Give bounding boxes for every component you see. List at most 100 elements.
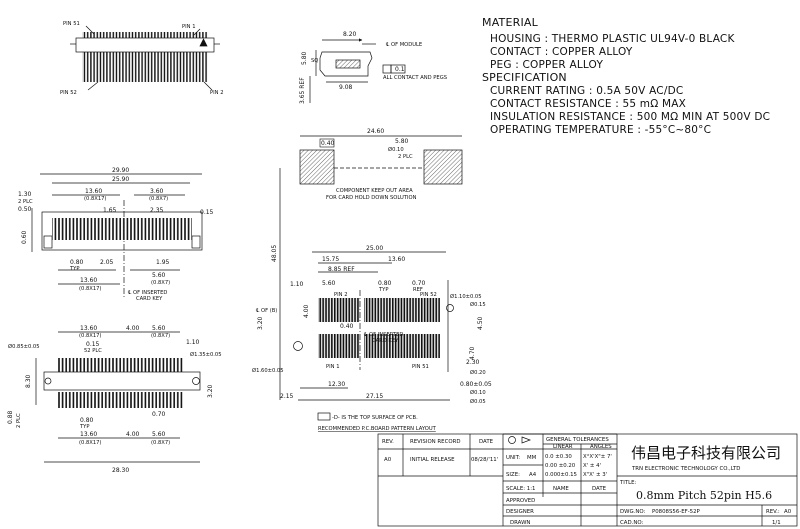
pcb-dim-4-70: 4.70 xyxy=(469,346,476,360)
pcb-dim-12-30: 12.30 xyxy=(328,381,345,388)
peg-spec: PEG : COPPER ALLOY xyxy=(490,59,604,71)
tb-sheet-number: 1/1 xyxy=(772,520,781,526)
pcb-dim-8-85: 8.85 REF xyxy=(328,266,355,273)
tb-drawing-title: 0.8mm Pitch 52pin H5.6 xyxy=(636,489,772,502)
tb-scale: SCALE: 1:1 xyxy=(506,486,536,492)
front-dim-08x17-b: (0.8X17) xyxy=(79,286,101,292)
tb-angles-header: ANGLES xyxy=(590,444,612,450)
side-view xyxy=(309,38,406,103)
tb-tol-3: 0.000±0.15 xyxy=(545,472,577,478)
tb-record-value: INITIAL RELEASE xyxy=(410,457,455,463)
front-dim-13-60-b: 13.60 xyxy=(80,277,97,284)
insulation-resistance-spec: INSULATION RESISTANCE : 500 MΩ MIN AT 50… xyxy=(490,111,771,123)
top-pin51-label: PIN 51 xyxy=(63,21,80,27)
pcb-pin1-label: PIN 1 xyxy=(326,364,340,370)
tb-rev-code: A0 xyxy=(784,509,792,515)
side-dim-3-65: 3.65 REF xyxy=(299,77,306,104)
tb-company-chinese: 伟昌电子科技有限公司 xyxy=(631,444,781,462)
bottom-dim-0-88: 0.88 xyxy=(7,410,14,424)
contact-spec: CONTACT : COPPER ALLOY xyxy=(490,46,633,58)
bottom-dim-13-60-b: 13.60 xyxy=(80,431,97,438)
pcb-dim-48-05: 48.05 xyxy=(271,245,278,262)
side-dim-5-80: 5.80 xyxy=(301,51,308,65)
front-dim-0-80: 0.80 xyxy=(70,259,84,266)
front-dim-13-60: 13.60 xyxy=(85,188,102,195)
bottom-dim-1-10: 1.10 xyxy=(186,339,200,346)
tb-date-value: 08/28/'11' xyxy=(471,457,498,463)
pcb-typ-label: TYP xyxy=(378,287,388,293)
pcb-dim-2-15: 2.15 xyxy=(280,393,294,400)
pcb-dim-24-60: 24.60 xyxy=(367,128,384,135)
pcb-dim-1-10: 1.10 xyxy=(290,281,304,288)
pcb-dim-15-75: 15.75 xyxy=(322,256,339,263)
pcb-dim-2-30: 2.30 xyxy=(466,359,480,366)
tb-size-value: A4 xyxy=(529,472,537,478)
bottom-dim-0-15: 0.15 xyxy=(86,341,100,348)
bottom-dim-3-20: 3.20 xyxy=(207,384,214,398)
bottom-dim-28-30: 28.30 xyxy=(112,467,129,474)
front-dim-0-50: 0.50 xyxy=(18,206,32,213)
tb-name-header: NAME xyxy=(553,486,569,492)
tb-linear-header: LINEAR xyxy=(553,444,573,450)
side-dim-9-08: 9.08 xyxy=(339,84,353,91)
pcb-hole-1-10: Ø1.10±0.05 xyxy=(450,293,482,300)
material-heading: MATERIAL xyxy=(482,16,538,29)
pcb-pin2-label: PIN 2 xyxy=(334,292,348,298)
bottom-dim-8-30: 8.30 xyxy=(25,374,32,388)
tb-angle-3: X"X' ± 3' xyxy=(583,472,607,478)
front-dim-2plc: 2 PLC xyxy=(18,199,33,205)
front-view xyxy=(31,173,203,298)
current-rating-spec: CURRENT RATING : 0.5A 50V AC/DC xyxy=(490,85,684,97)
tb-date-header: DATE xyxy=(479,439,494,445)
tb-approved-label: APPROVED xyxy=(506,498,535,504)
tb-cad-label: CAD.NO: xyxy=(620,520,643,526)
top-pin52-label: PIN 52 xyxy=(60,90,77,96)
front-dim-29-90: 29.90 xyxy=(112,167,129,174)
pcb-dim-25-00: 25.00 xyxy=(366,245,383,252)
bottom-view xyxy=(35,331,201,463)
pcb-layout xyxy=(279,135,463,421)
contact-resistance-spec: CONTACT RESISTANCE : 55 mΩ MAX xyxy=(490,98,687,110)
bottom-dim-08x17-b: (0.8X17) xyxy=(79,440,101,446)
pcb-hole-1-60: Ø1.60±0.05 xyxy=(252,367,284,374)
bottom-dim-4-00: 4.00 xyxy=(126,325,140,332)
front-dim-3-60: 3.60 xyxy=(150,188,164,195)
bottom-hole-right: Ø1.35±0.05 xyxy=(190,351,222,358)
flatness-tolerance: 0.1 xyxy=(395,66,405,73)
tb-dwg-number: P0808S56-EF-52P xyxy=(652,509,701,515)
front-dim-08x7-b: (0.8X7) xyxy=(151,280,170,286)
tb-unit-value: MM xyxy=(527,455,537,461)
tb-angle-1: X°X'X"± 7' xyxy=(583,454,612,460)
tb-drawn-label: DRAWN xyxy=(510,520,530,526)
front-dim-08x7: (0.8X7) xyxy=(149,196,168,202)
specification-heading: SPECIFICATION xyxy=(482,71,567,84)
pcb-hole-position: Ø0.15 xyxy=(470,301,486,308)
tb-designer-label: DESIGNER xyxy=(506,509,534,515)
front-typ-label: TYP xyxy=(69,266,79,272)
tb-date2-header: DATE xyxy=(592,486,607,492)
pcb-top-surface-note: -D- IS THE TOP SURFACE OF PCB. xyxy=(332,415,418,421)
pcb-dim-0-70: 0.70 xyxy=(412,280,426,287)
front-dim-0-15: 0.15 xyxy=(200,209,214,216)
front-dim-0-60: 0.60 xyxy=(21,230,28,244)
pcb-dim-4-00: 4.00 xyxy=(303,304,310,318)
bottom-dim-5-60-b: 5.60 xyxy=(152,431,166,438)
pcb-dim-5-60: 5.60 xyxy=(322,280,336,287)
tb-rev-label: REV.: xyxy=(766,509,780,515)
pcb-dim-0-80-tol: 0.80±0.05 xyxy=(460,381,492,388)
pcb-2plc-label: 2 PLC xyxy=(398,154,413,160)
pcb-dim-0-80: 0.80 xyxy=(378,280,392,287)
pcb-dim-13-60: 13.60 xyxy=(388,256,405,263)
front-dim-5-60: 5.60 xyxy=(152,272,166,279)
tb-size-label: SIZE: xyxy=(506,472,520,478)
pcb-pin51-label: PIN 51 xyxy=(412,364,429,370)
all-contacts-note: ALL CONTACT AND PEGS xyxy=(383,75,447,81)
bottom-dim-13-60: 13.60 xyxy=(80,325,97,332)
keep-out-note-1: COMPONENT KEEP OUT AREA xyxy=(336,188,413,194)
bottom-dim-0-80: 0.80 xyxy=(80,417,94,424)
bottom-dim-52plc: 52 PLC xyxy=(84,348,102,354)
tb-rev-header: REV. xyxy=(382,439,394,445)
side-dim-8-20: 8.20 xyxy=(343,31,357,38)
front-dim-25-90: 25.90 xyxy=(112,176,129,183)
